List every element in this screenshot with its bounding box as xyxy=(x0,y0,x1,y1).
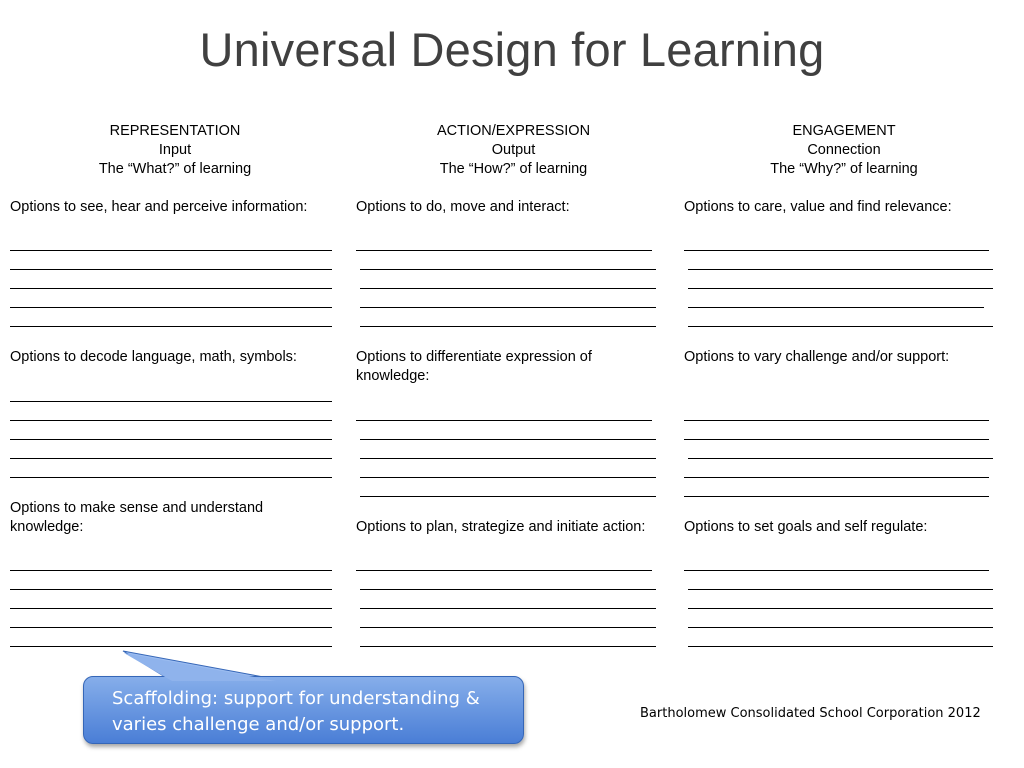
column-tagline: The “Why?” of learning xyxy=(770,161,918,177)
answer-line[interactable] xyxy=(360,496,656,497)
scaffolding-callout: Scaffolding: support for understanding &… xyxy=(83,676,524,744)
answer-line[interactable] xyxy=(688,627,993,628)
answer-line[interactable] xyxy=(688,646,993,647)
section-label: Options to decode language, math, symbol… xyxy=(10,349,297,365)
answer-line[interactable] xyxy=(684,570,989,571)
section-label: Options to set goals and self regulate: xyxy=(684,519,928,535)
column-engagement: ENGAGEMENT Connection The “Why?” of lear… xyxy=(684,122,1004,647)
answer-line[interactable] xyxy=(688,269,993,270)
answer-line[interactable] xyxy=(10,646,332,647)
page-title: Universal Design for Learning xyxy=(199,23,825,76)
answer-line[interactable] xyxy=(688,307,984,308)
column-header: ACTION/EXPRESSION Output The “How?” of l… xyxy=(356,122,671,179)
answer-line[interactable] xyxy=(688,288,993,289)
section-relevance: Options to care, value and find relevanc… xyxy=(684,198,1004,217)
answer-line[interactable] xyxy=(10,589,332,590)
answer-line[interactable] xyxy=(10,401,332,402)
column-subheading: Output xyxy=(491,142,536,158)
section-decode: Options to decode language, math, symbol… xyxy=(10,348,340,367)
answer-line[interactable] xyxy=(360,627,656,628)
column-subheading: Input xyxy=(158,142,192,158)
section-perceive: Options to see, hear and perceive inform… xyxy=(10,198,340,217)
answer-line[interactable] xyxy=(10,326,332,327)
answer-line[interactable] xyxy=(10,288,332,289)
answer-line[interactable] xyxy=(10,570,332,571)
answer-line[interactable] xyxy=(360,326,656,327)
answer-line[interactable] xyxy=(10,439,332,440)
section-label: Options to see, hear and perceive inform… xyxy=(10,199,308,215)
answer-line[interactable] xyxy=(688,458,993,459)
section-differentiate: Options to differentiate expression of k… xyxy=(356,348,621,386)
section-label: Options to make sense and understand kno… xyxy=(10,500,264,535)
answer-line[interactable] xyxy=(356,570,652,571)
answer-line[interactable] xyxy=(360,439,656,440)
answer-line[interactable] xyxy=(10,458,332,459)
answer-line[interactable] xyxy=(10,608,332,609)
section-label: Options to do, move and interact: xyxy=(356,199,570,215)
answer-line[interactable] xyxy=(356,250,652,251)
answer-line[interactable] xyxy=(10,269,332,270)
answer-line[interactable] xyxy=(360,458,656,459)
answer-line[interactable] xyxy=(360,477,656,478)
section-label: Options to differentiate expression of k… xyxy=(356,349,592,384)
answer-line[interactable] xyxy=(360,608,656,609)
column-heading: ENGAGEMENT xyxy=(792,123,896,139)
answer-line[interactable] xyxy=(684,439,989,440)
section-goals: Options to set goals and self regulate: xyxy=(684,518,1004,537)
column-header: REPRESENTATION Input The “What?” of lear… xyxy=(10,122,340,179)
answer-line[interactable] xyxy=(10,307,332,308)
section-interact: Options to do, move and interact: xyxy=(356,198,671,217)
answer-line[interactable] xyxy=(684,250,989,251)
answer-line[interactable] xyxy=(684,420,989,421)
column-action-expression: ACTION/EXPRESSION Output The “How?” of l… xyxy=(356,122,671,647)
section-label: Options to plan, strategize and initiate… xyxy=(356,519,646,535)
answer-line[interactable] xyxy=(10,250,332,251)
section-label: Options to care, value and find relevanc… xyxy=(684,199,952,215)
callout-line: varies challenge and/or support. xyxy=(112,714,405,735)
section-label: Options to vary challenge and/or support… xyxy=(684,349,950,365)
callout-line: Scaffolding: support for understanding & xyxy=(112,688,480,709)
answer-line[interactable] xyxy=(688,608,993,609)
answer-line[interactable] xyxy=(10,627,332,628)
answer-line[interactable] xyxy=(684,477,989,478)
answer-line[interactable] xyxy=(688,326,993,327)
column-header: ENGAGEMENT Connection The “Why?” of lear… xyxy=(684,122,1004,179)
answer-line[interactable] xyxy=(10,420,332,421)
answer-line[interactable] xyxy=(360,269,656,270)
section-challenge: Options to vary challenge and/or support… xyxy=(684,348,1004,367)
column-tagline: The “How?” of learning xyxy=(439,161,588,177)
answer-line[interactable] xyxy=(360,589,656,590)
answer-line[interactable] xyxy=(684,496,989,497)
column-representation: REPRESENTATION Input The “What?” of lear… xyxy=(10,122,340,647)
section-understand: Options to make sense and understand kno… xyxy=(10,499,300,537)
answer-line[interactable] xyxy=(360,307,656,308)
answer-line[interactable] xyxy=(10,477,332,478)
answer-line[interactable] xyxy=(360,288,656,289)
column-heading: ACTION/EXPRESSION xyxy=(436,123,591,139)
section-plan: Options to plan, strategize and initiate… xyxy=(356,518,671,537)
footer-credit: Bartholomew Consolidated School Corporat… xyxy=(640,706,981,721)
answer-line[interactable] xyxy=(360,646,656,647)
column-tagline: The “What?” of learning xyxy=(98,161,252,177)
answer-line[interactable] xyxy=(356,420,652,421)
column-heading: REPRESENTATION xyxy=(109,123,241,139)
column-subheading: Connection xyxy=(807,142,881,158)
answer-line[interactable] xyxy=(688,589,993,590)
